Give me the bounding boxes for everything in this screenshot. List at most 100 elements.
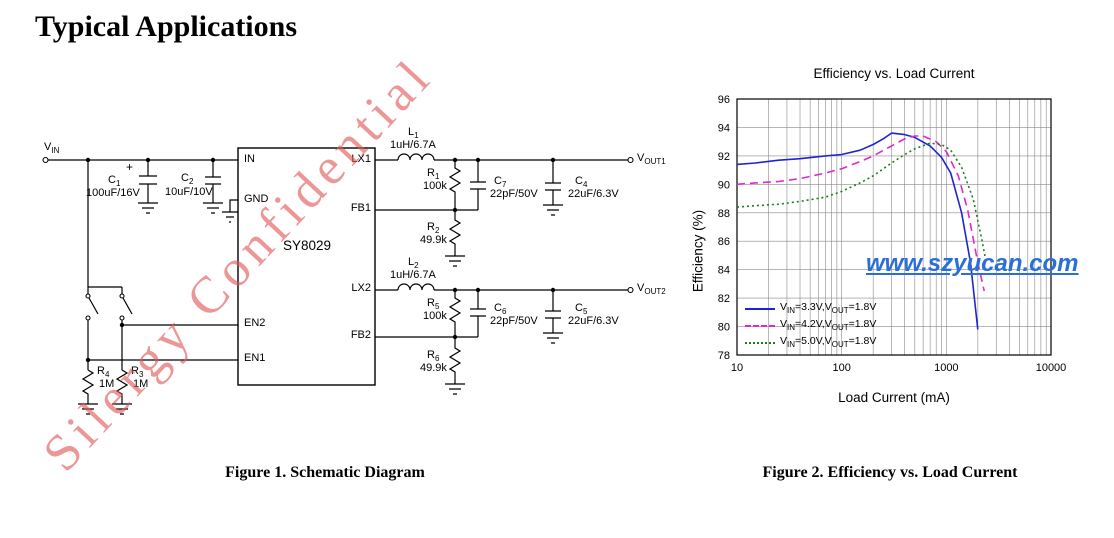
- figure1-caption: Figure 1. Schematic Diagram: [225, 464, 425, 481]
- chart-legend: VIN=3.3V,VOUT=1.8V VIN=4.2V,VOUT=1.8V VI…: [745, 300, 876, 351]
- x-tick-label: 10: [731, 362, 743, 374]
- r2-ref-label: R2: [427, 221, 440, 236]
- c4-ref-label: C4: [575, 175, 588, 190]
- y-tick-label: 86: [718, 236, 730, 248]
- x-tick-label: 1000: [934, 362, 958, 374]
- junction-dot: [452, 287, 458, 293]
- pin-label-fb2: FB2: [350, 329, 371, 341]
- c4-value-label: 22uF/6.3V: [568, 188, 619, 200]
- r6-ref-label: R6: [427, 349, 440, 364]
- c7-ref-label: C7: [494, 175, 507, 190]
- junction-dot: [145, 157, 151, 163]
- l1-ref-label: L1: [408, 126, 419, 141]
- junction-dot: [452, 157, 458, 163]
- r3-value-label: 1M: [133, 378, 149, 390]
- terminals: [42, 156, 634, 321]
- legend-item-3: VIN=5.0V,VOUT=1.8V: [745, 334, 876, 351]
- vout2-net-label: VOUT2: [637, 282, 666, 297]
- r2-value-label: 49.9k: [420, 234, 447, 246]
- ground-c4: [543, 204, 563, 216]
- vout2-terminal: [627, 286, 634, 294]
- c1-ref-label: C1: [108, 174, 121, 189]
- y-axis-label: Efficiency (%): [690, 209, 706, 293]
- legend-line-sample-2: [745, 324, 775, 327]
- ground-r4: [78, 403, 98, 415]
- junction-dot: [452, 207, 458, 213]
- r4-ref-label: R4: [97, 365, 110, 380]
- capacitor-c7: [470, 160, 486, 210]
- wire-gnd-pin: [229, 199, 238, 212]
- wire-en1: [87, 320, 238, 370]
- y-tick-label: 92: [718, 151, 730, 163]
- c2-value-label: 10uF/10V: [165, 186, 213, 198]
- x-axis-label: Load Current (mA): [838, 390, 950, 405]
- r6-value-label: 49.9k: [420, 362, 447, 374]
- resistor-r5: [448, 290, 462, 337]
- resistor-r3: [115, 369, 129, 404]
- l1-value-label: 1uH/6.7A: [390, 139, 436, 151]
- l2-ref-label: L2: [408, 256, 419, 271]
- x-tick-label: 100: [832, 362, 850, 374]
- series-line-1: [736, 132, 979, 330]
- vin-net-label: VIN: [44, 141, 60, 156]
- pin-label-fb1: FB1: [350, 202, 371, 214]
- y-tick-label: 88: [718, 208, 730, 220]
- inductor-l1: [397, 153, 435, 161]
- switch-terminal: [119, 293, 125, 299]
- capacitor-c5: [545, 290, 561, 333]
- pin-label-lx1: LX1: [351, 153, 371, 165]
- y-tick-label: 80: [718, 322, 730, 334]
- series-line-2: [736, 135, 985, 292]
- ground-c2: [203, 202, 223, 214]
- ground-c1: [138, 202, 158, 214]
- ground-ic: [222, 211, 238, 223]
- resistor-r6: [448, 337, 462, 384]
- x-tick-label: 10000: [1036, 362, 1067, 374]
- c5-ref-label: C5: [575, 302, 588, 317]
- vout1-terminal: [627, 156, 634, 164]
- capacitor-c6: [470, 290, 486, 337]
- y-tick-label: 96: [718, 94, 730, 106]
- inductor-l2: [397, 283, 435, 291]
- legend-line-sample-3: [745, 341, 775, 344]
- ground-r3: [112, 403, 132, 415]
- l2-value-label: 1uH/6.7A: [390, 269, 436, 281]
- junction-dot: [119, 322, 125, 328]
- plot-border: [736, 98, 1052, 356]
- junction-dot: [550, 157, 556, 163]
- resistor-r2: [448, 210, 462, 256]
- junction-dot: [475, 157, 481, 163]
- c6-value-label: 22pF/50V: [490, 315, 538, 327]
- junction-dot: [85, 357, 91, 363]
- y-tick-label: 94: [718, 122, 730, 134]
- capacitor-c2: [205, 160, 221, 203]
- junction-dots: [85, 157, 556, 363]
- junction-dot: [85, 157, 91, 163]
- junction-dot: [210, 157, 216, 163]
- junction-dot: [550, 287, 556, 293]
- y-tick-label: 82: [718, 293, 730, 305]
- resistor-r1: [448, 160, 462, 210]
- ground-r2: [445, 255, 465, 267]
- legend-label-2: VIN=4.2V,VOUT=1.8V: [780, 318, 877, 333]
- switch-terminal: [85, 315, 91, 321]
- c2-ref-label: C2: [181, 172, 194, 187]
- r4-value-label: 1M: [99, 378, 115, 390]
- pin-label-en2: EN2: [244, 317, 266, 329]
- pin-label-gnd: GND: [244, 193, 269, 205]
- switch-terminal: [85, 293, 91, 299]
- ground-r6: [445, 383, 465, 395]
- switch-terminal: [119, 315, 125, 321]
- c5-value-label: 22uF/6.3V: [568, 315, 619, 327]
- junction-dot: [452, 334, 458, 340]
- r1-ref-label: R1: [427, 167, 440, 182]
- r5-ref-label: R5: [427, 297, 440, 312]
- legend-line-sample-1: [745, 307, 775, 310]
- y-tick-label: 78: [718, 350, 730, 362]
- ic-body: [237, 147, 376, 386]
- capacitor-c4: [545, 160, 561, 205]
- page-title: Typical Applications: [35, 10, 298, 43]
- pin-label-lx2: LX2: [351, 282, 371, 294]
- series-line-3: [736, 142, 987, 263]
